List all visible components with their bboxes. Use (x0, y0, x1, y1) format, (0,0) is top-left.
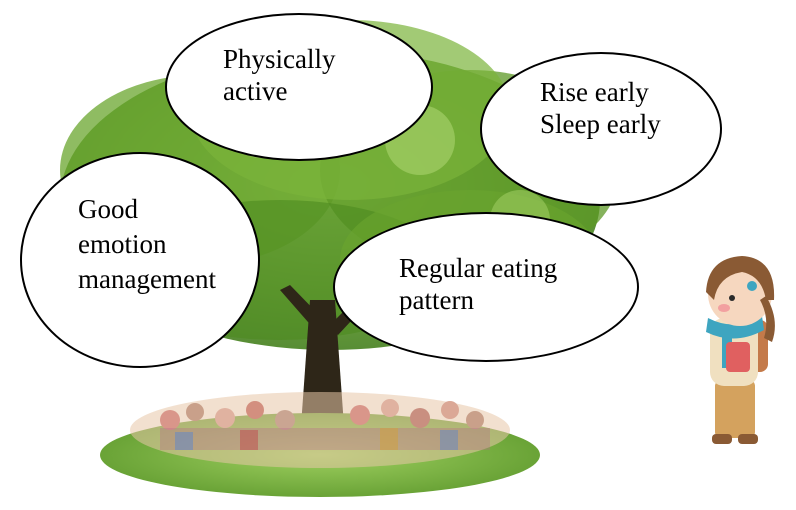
concept-bubble-emotion-management: Good emotion management (20, 152, 260, 368)
concept-line: emotion (78, 229, 167, 260)
concept-line: active (223, 76, 288, 107)
concept-text-rise-early: Rise early Sleep early (540, 76, 661, 141)
concept-bubble-rise-early: Rise early Sleep early (480, 52, 722, 206)
crowd-on-grass (100, 392, 540, 497)
concept-bubble-physically-active: Physically active (165, 13, 433, 161)
concept-line: Physically (223, 44, 336, 74)
concept-line: Rise early (540, 77, 649, 107)
concept-text-physically-active: Physically active (223, 43, 336, 108)
concept-bubble-regular-eating: Regular eating pattern (333, 212, 639, 362)
girl-character (706, 256, 775, 444)
concept-text-regular-eating: Regular eating pattern (399, 252, 557, 317)
concept-line: management (78, 264, 216, 295)
concept-line: Good (78, 194, 138, 224)
concept-line: Sleep early (540, 109, 661, 140)
concept-line: pattern (399, 285, 474, 316)
concept-text-emotion-management: Good emotion management (78, 192, 216, 297)
concept-line: Regular eating (399, 253, 558, 283)
